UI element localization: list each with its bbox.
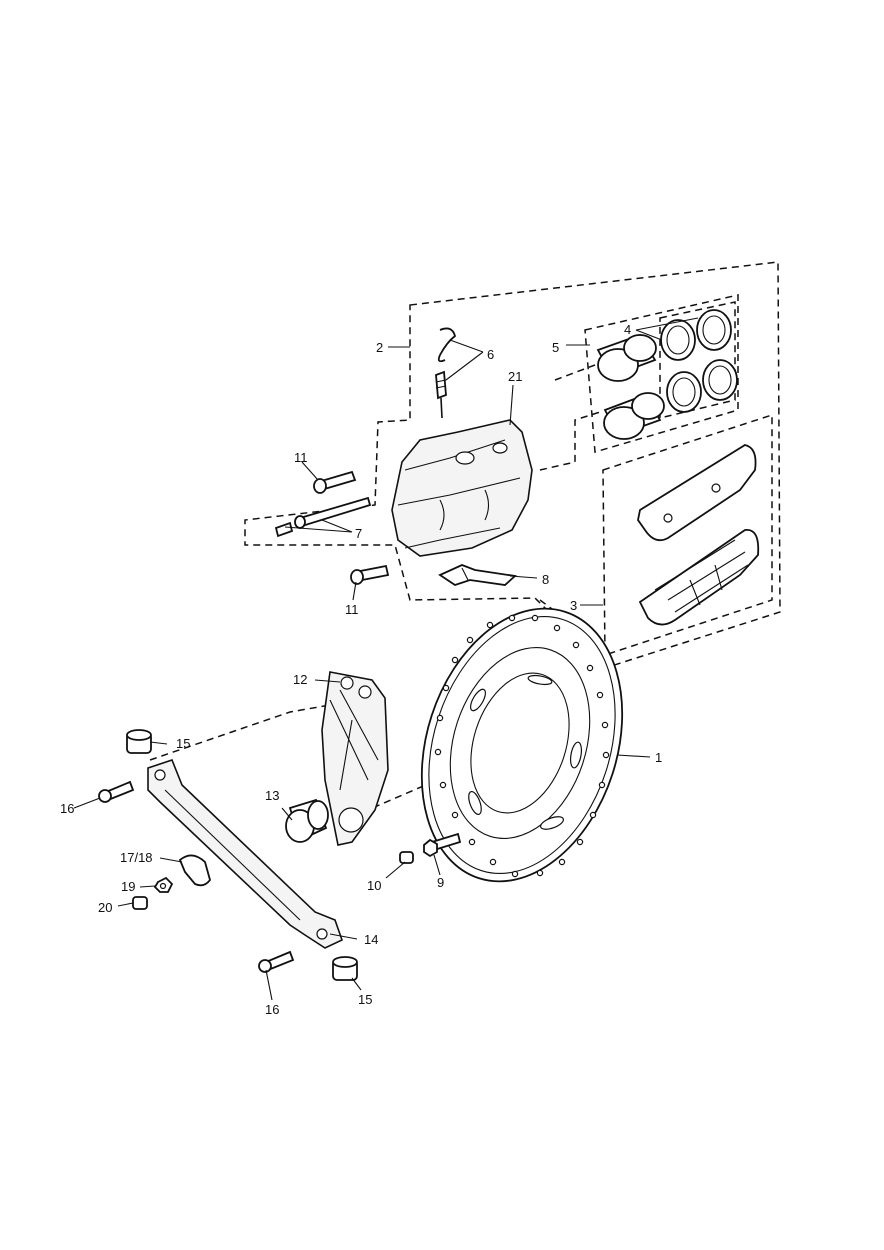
- label-arm-bush-lower: 15: [358, 992, 372, 1007]
- label-caliper-group: 2: [376, 340, 383, 355]
- label-anti-rattle-spring: 8: [542, 572, 549, 587]
- label-torque-arm: 14: [364, 932, 378, 947]
- caliper-body: [391, 419, 533, 557]
- label-caliper-hanger: 12: [293, 672, 307, 687]
- callout-labels: 1 2 3 4 5 6 7 8 9 10 11 11 12 13 14 15 1…: [60, 322, 662, 1017]
- label-bleed-nipple: 6: [487, 347, 494, 362]
- label-arm-bolt-lower: 16: [265, 1002, 279, 1017]
- seal-kit-outline: [659, 301, 736, 419]
- label-cap: 20: [98, 900, 112, 915]
- label-disc: 1: [655, 750, 662, 765]
- label-pad-kit: 3: [570, 598, 577, 613]
- caliper-hanger: [321, 671, 389, 846]
- caliper-assembly-outline: [244, 261, 781, 669]
- pad-line: [539, 599, 561, 616]
- pad-kit-outline: [602, 413, 773, 657]
- label-pistons: 5: [552, 340, 559, 355]
- torque-arm: [147, 759, 343, 949]
- label-clip: 17/18: [120, 850, 153, 865]
- label-caliper-body: 21: [508, 369, 522, 384]
- label-caliper-bolt-upper: 11: [294, 450, 308, 465]
- label-piston-seals: 4: [624, 322, 631, 337]
- label-nut: 19: [121, 879, 135, 894]
- clip-parts: [132, 854, 211, 910]
- brake-pads: [637, 444, 760, 626]
- piston-kit-outline: [584, 294, 739, 453]
- hanger-bush: [285, 798, 329, 843]
- disc-fixings: [399, 832, 462, 864]
- pistons: [596, 333, 665, 440]
- disc-drill-holes: [434, 614, 610, 878]
- hanger-to-arm-line: [149, 704, 331, 761]
- leader-lines: [73, 317, 699, 1001]
- arm-bushes: [126, 729, 358, 981]
- pad-pin: [274, 496, 372, 538]
- label-caliper-bolt-lower: 11: [345, 602, 359, 617]
- label-arm-bush-upper: 15: [176, 736, 190, 751]
- label-pad-pin: 7: [355, 526, 362, 541]
- label-hanger-bush: 13: [265, 788, 279, 803]
- piston-seals: [660, 309, 738, 413]
- piston-to-caliper-line-2: [539, 411, 601, 471]
- brake-disc: [420, 607, 624, 883]
- bleed-nipple: [435, 327, 457, 419]
- arm-bolts: [98, 780, 295, 973]
- label-arm-bolt-upper: 16: [60, 801, 74, 816]
- label-disc-bolt: 9: [437, 875, 444, 890]
- label-disc-washer: 10: [367, 878, 381, 893]
- caliper-bolts: [313, 470, 390, 585]
- anti-rattle-spring: [438, 564, 518, 586]
